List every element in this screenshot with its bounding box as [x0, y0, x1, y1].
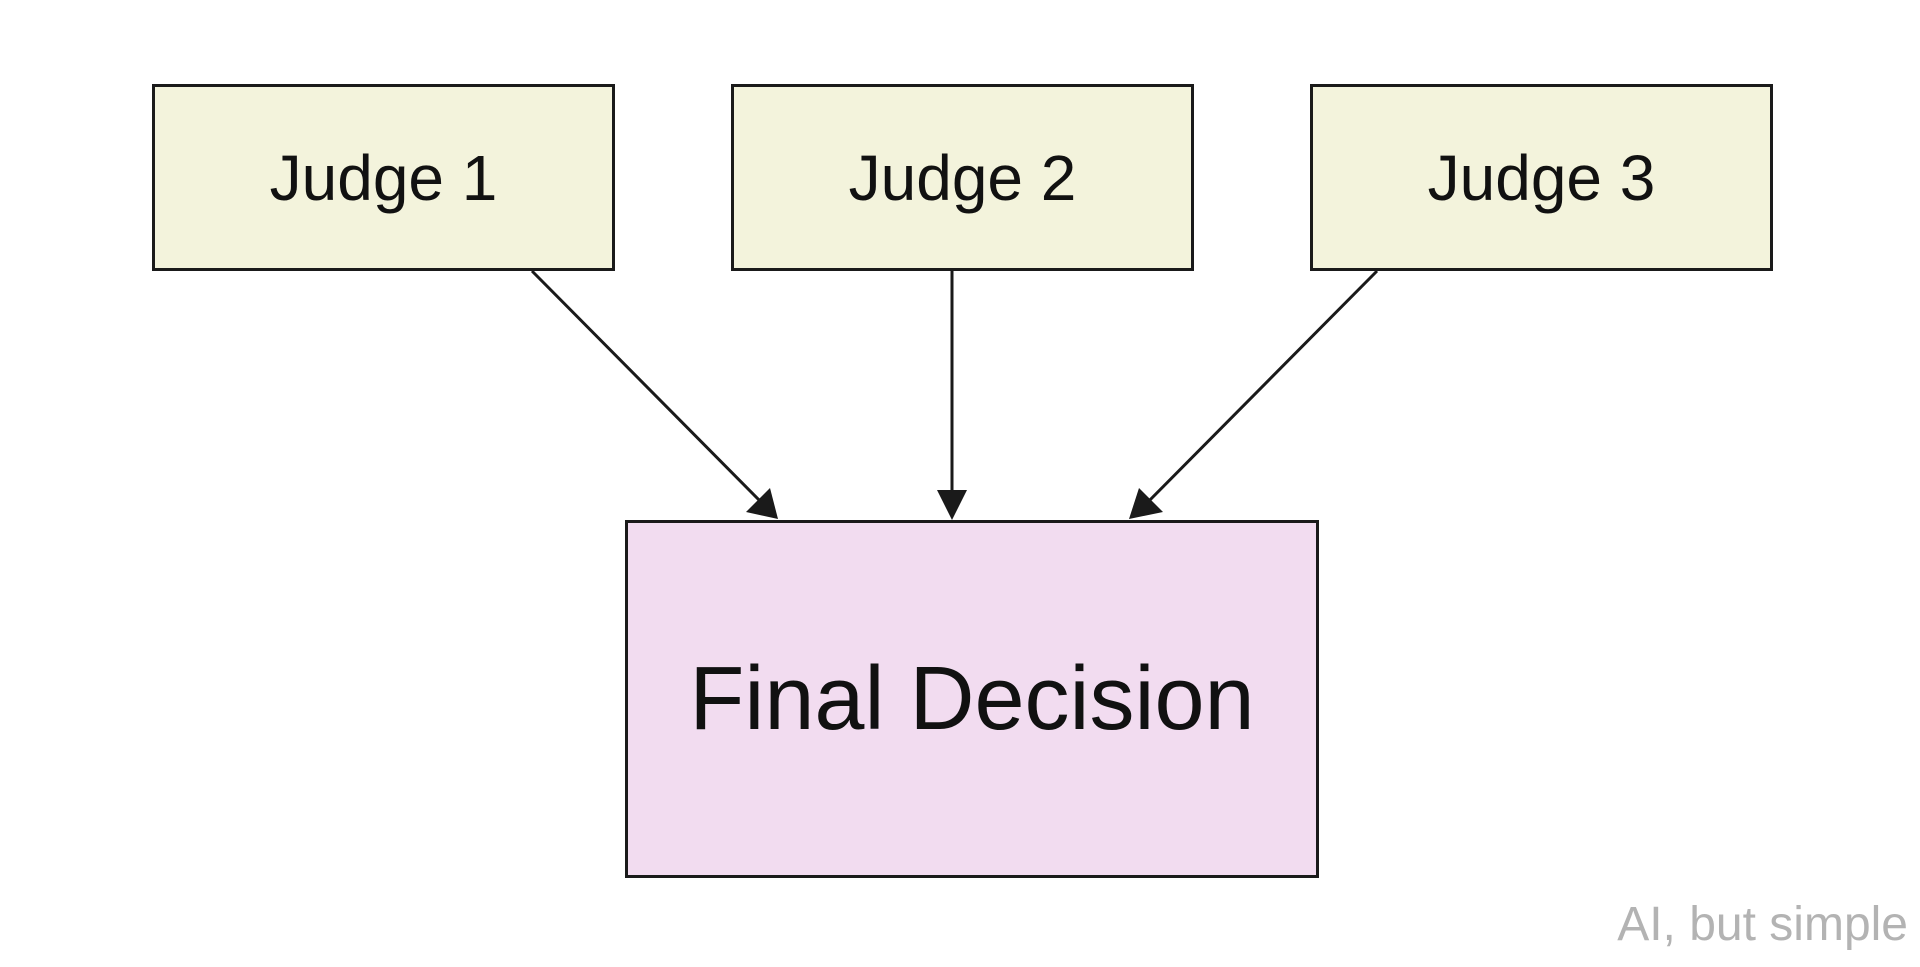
- watermark-text: AI, but simple: [1617, 898, 1908, 951]
- final-decision-node: Final Decision: [625, 520, 1319, 878]
- edge-judge-3-to-final: [1141, 269, 1379, 509]
- judge-1-node: Judge 1: [152, 84, 615, 271]
- arrowhead-judge-1: [746, 488, 778, 519]
- judge-3-node: Judge 3: [1310, 84, 1773, 271]
- arrowhead-judge-2: [937, 490, 967, 520]
- edge-judge-1-to-final: [530, 269, 768, 509]
- judge-2-node: Judge 2: [731, 84, 1194, 271]
- arrowhead-judge-3: [1129, 488, 1163, 519]
